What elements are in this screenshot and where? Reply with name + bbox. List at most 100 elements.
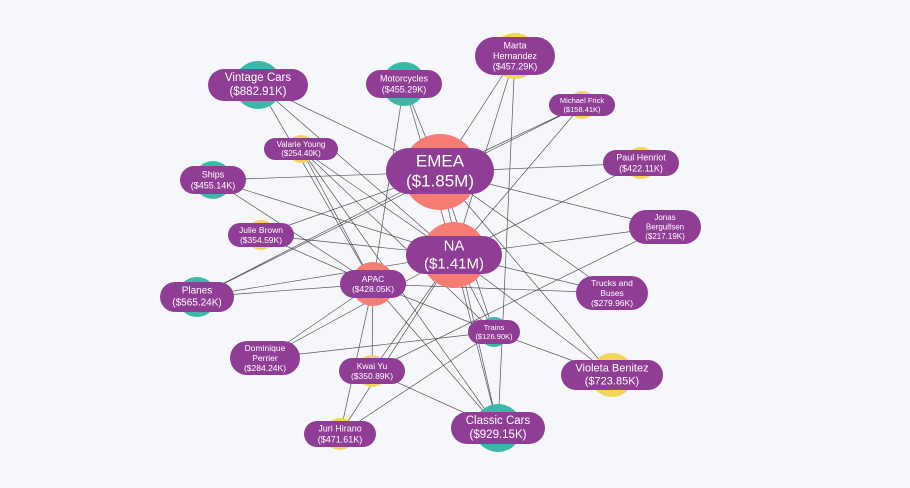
dominique-label-box xyxy=(230,341,300,375)
ships-label-line: ($455.14K) xyxy=(191,180,236,190)
emea-label-line: ($1.85M) xyxy=(406,172,474,191)
edge-michael-planes xyxy=(196,104,583,298)
node-planes[interactable]: Planes($565.24K) xyxy=(160,277,234,317)
valarie-label-line: ($254.40K) xyxy=(281,149,321,158)
vintage-label-line: Vintage Cars xyxy=(225,72,292,84)
edge-apac-motorcycles xyxy=(372,83,405,285)
apac-label-box xyxy=(340,270,406,298)
violeta-label-box xyxy=(561,360,663,390)
paul-label-line: ($422.11K) xyxy=(619,163,663,173)
michael-label-box xyxy=(549,94,615,116)
kwai-label-line: ($350.89K) xyxy=(351,371,393,381)
trains-label-box xyxy=(468,320,520,344)
emea-label-box xyxy=(386,148,494,194)
jonas-label-line: Jonas xyxy=(654,213,675,222)
valarie-label-box xyxy=(264,138,338,160)
edge-apac-trucks xyxy=(372,283,613,294)
node-motorcycles[interactable]: Motorcycles($455.29K) xyxy=(366,62,442,106)
trains-label-line: Trains xyxy=(484,323,505,332)
ships-label-box xyxy=(180,166,246,194)
edge-apac-valarie xyxy=(300,148,374,285)
marta-label-line: Marta xyxy=(503,40,526,50)
planes-label-line: ($565.24K) xyxy=(172,297,221,308)
edge-apac-vintage xyxy=(257,84,374,285)
edge-dominique-trains xyxy=(264,331,495,359)
node-michael[interactable]: Michael Frick($158.41K) xyxy=(549,91,615,119)
trucks-label-box xyxy=(576,276,648,310)
jonas-label-box xyxy=(629,210,701,244)
na-label-line: NA xyxy=(444,238,465,255)
node-emea[interactable]: EMEA($1.85M) xyxy=(386,134,494,210)
trucks-label-line: Buses xyxy=(600,288,624,298)
node-trains[interactable]: Trains($126.90K) xyxy=(468,317,520,347)
node-vintage[interactable]: Vintage Cars ($882.91K) xyxy=(208,61,308,109)
edge-emea-classic xyxy=(439,171,499,429)
node-ships[interactable]: Ships($455.14K) xyxy=(180,161,246,199)
paul-label-box xyxy=(603,150,679,176)
motorcycles-label-line: ($455.29K) xyxy=(382,84,427,94)
edge-jonas-kwai xyxy=(371,226,666,372)
violeta-label-line: Violeta Benitez xyxy=(575,363,648,375)
vintage-label-line: ($882.91K) xyxy=(230,86,287,98)
node-na[interactable]: NA($1.41M) xyxy=(406,222,502,288)
marta-label-line: ($457.29K) xyxy=(493,62,538,72)
node-violeta[interactable]: Violeta Benitez($723.85K) xyxy=(561,353,663,397)
edge-emea-violeta xyxy=(439,171,613,376)
classic-label-box xyxy=(451,412,545,444)
nodes-layer: EMEA($1.85M)NA($1.41M)APAC($428.05K)Vint… xyxy=(160,33,701,452)
edge-emea-planes xyxy=(196,171,441,298)
kwai-label-line: Kwai Yu xyxy=(357,361,388,371)
classic-label-line: Classic Cars xyxy=(466,415,531,427)
michael-label-line: ($158.41K) xyxy=(563,105,601,114)
edge-na-violeta xyxy=(453,254,613,376)
node-paul[interactable]: Paul Henriot($422.11K) xyxy=(603,147,679,179)
juri-label-line: ($471.61K) xyxy=(318,434,363,444)
edge-apac-classic xyxy=(372,283,499,429)
jonas-label-line: Bergulfsen xyxy=(646,223,684,232)
motorcycles-label-box xyxy=(366,70,442,98)
planes-label-box xyxy=(160,282,234,312)
edge-juri-trains xyxy=(339,331,495,435)
jonas-label-line: ($217.19K) xyxy=(645,232,685,241)
valarie-label-line: Valarie Young xyxy=(277,140,326,149)
trains-label-line: ($126.90K) xyxy=(475,332,513,341)
planes-label-line: Planes xyxy=(182,286,213,297)
trucks-label-line: Trucks and xyxy=(591,278,633,288)
michael-label-line: Michael Frick xyxy=(560,96,604,105)
dominique-label-line: Dominique xyxy=(245,343,286,353)
vintage-label-box xyxy=(208,69,308,101)
apac-label-line: APAC xyxy=(362,274,385,284)
julie-label-line: ($354.59K) xyxy=(240,235,282,245)
node-valarie[interactable]: Valarie Young($254.40K) xyxy=(264,135,338,163)
julie-label-line: Julie Brown xyxy=(239,225,283,235)
apac-label-line: ($428.05K) xyxy=(352,284,394,294)
julie-label-box xyxy=(228,223,294,247)
node-julie[interactable]: Julie Brown($354.59K) xyxy=(228,220,294,250)
classic-label-line: ($929.15K) xyxy=(470,429,527,441)
violeta-label-line: ($723.85K) xyxy=(585,375,639,387)
edge-valarie-trains xyxy=(300,148,495,333)
node-juri[interactable]: Juri Hirano($471.61K) xyxy=(304,418,376,450)
edge-na-vintage xyxy=(257,84,455,256)
na-label-line: ($1.41M) xyxy=(424,255,484,272)
ships-label-line: Ships xyxy=(202,170,225,180)
kwai-label-box xyxy=(339,358,405,384)
edge-na-juri xyxy=(339,254,455,435)
dominique-label-line: Perrier xyxy=(252,353,278,363)
trucks-label-line: ($279.96K) xyxy=(591,298,633,308)
paul-label-line: Paul Henriot xyxy=(616,153,666,163)
dominique-label-line: ($284.24K) xyxy=(244,363,286,373)
juri-label-line: Juri Hirano xyxy=(318,424,362,434)
marta-label-line: Hernandez xyxy=(493,51,538,61)
marta-label-box xyxy=(475,37,555,75)
node-classic[interactable]: Classic Cars ($929.15K) xyxy=(451,404,545,452)
node-apac[interactable]: APAC($428.05K) xyxy=(340,262,406,306)
node-kwai[interactable]: Kwai Yu($350.89K) xyxy=(339,355,405,387)
edge-marta-classic xyxy=(497,55,516,429)
juri-label-box xyxy=(304,421,376,447)
